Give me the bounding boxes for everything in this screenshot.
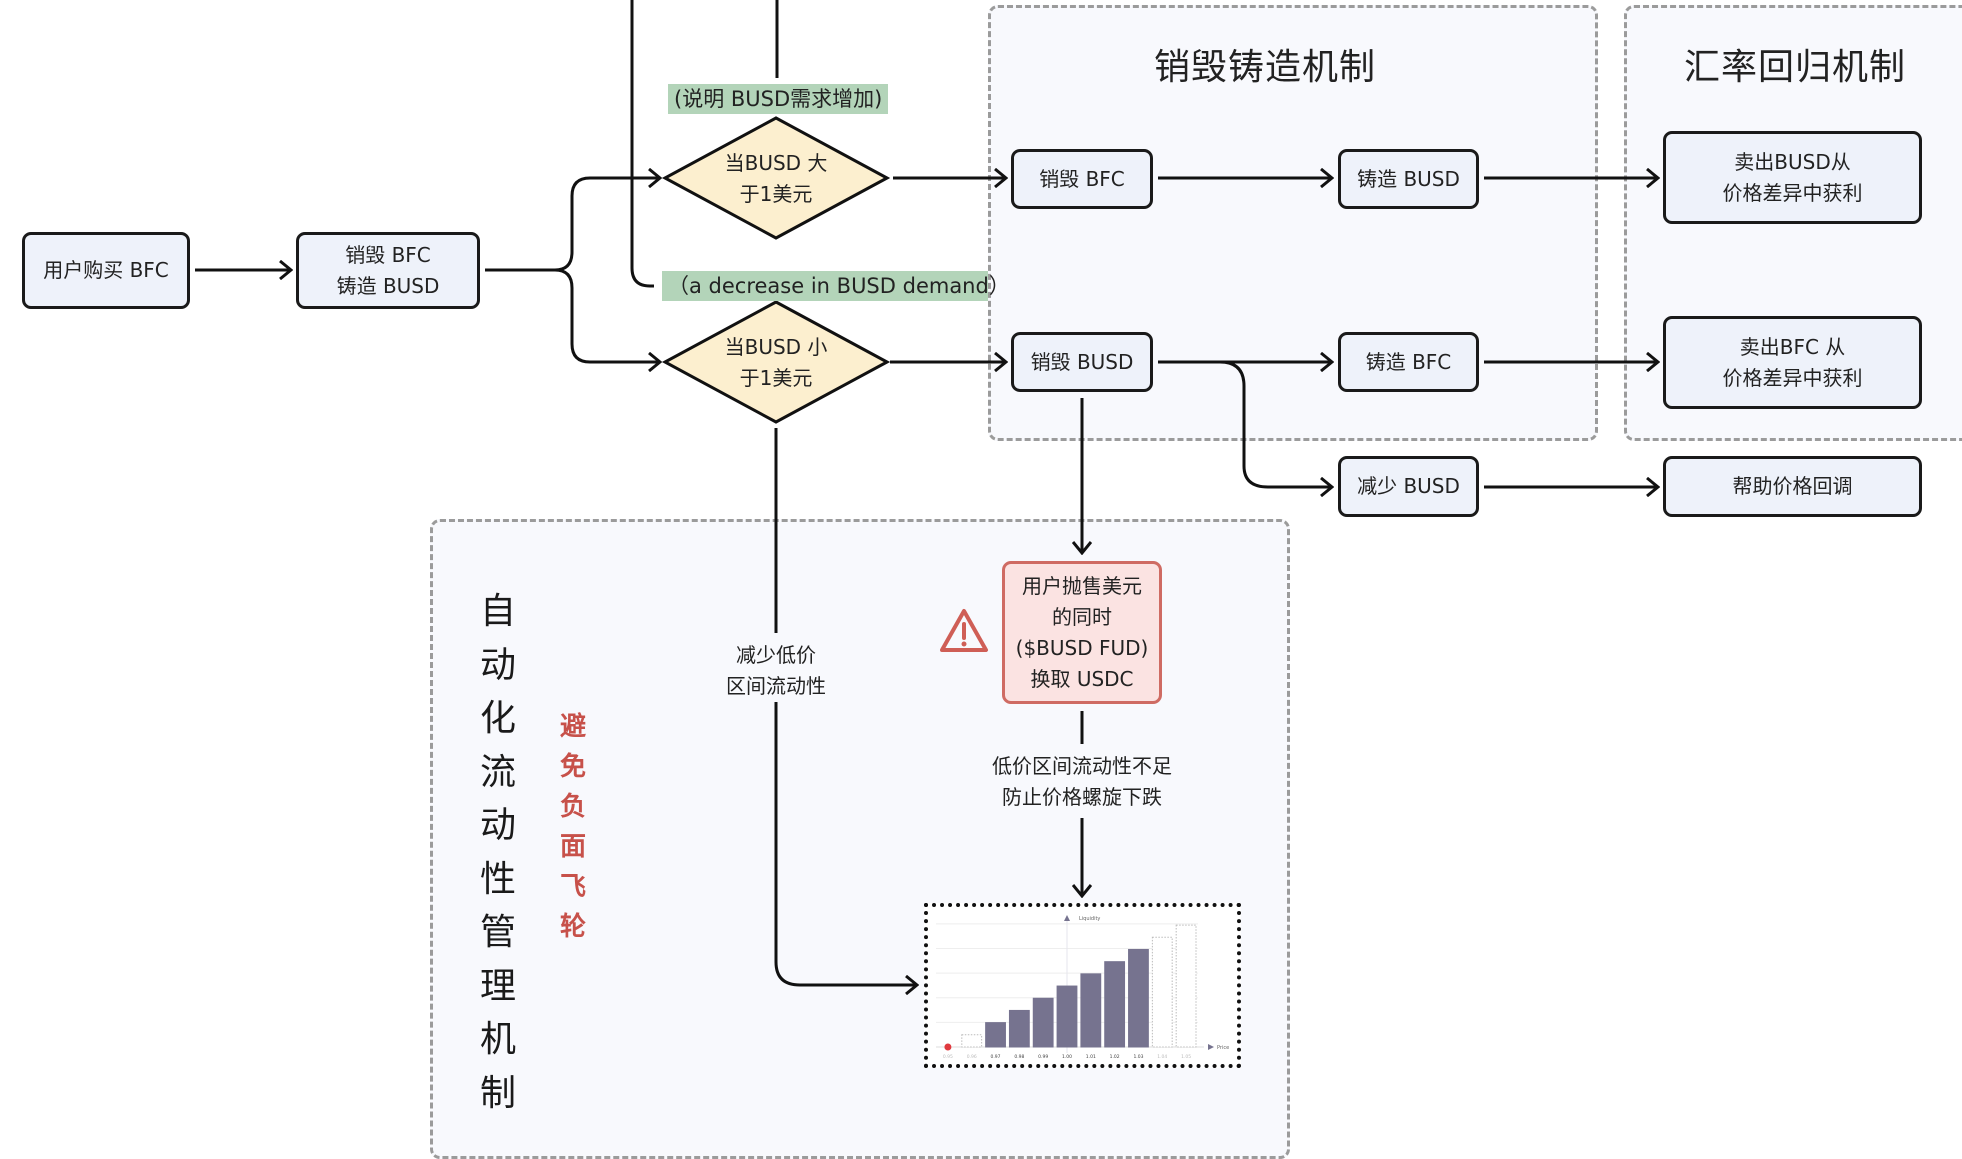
chart-tick-label: 0.98 (1014, 1054, 1024, 1060)
chart-bar (985, 1022, 1006, 1048)
node-reduce-busd[interactable]: 减少 BUSD (1338, 456, 1479, 517)
node-mint-bfc[interactable]: 铸造 BFC (1338, 332, 1479, 392)
chart-tick-label: 1.02 (1110, 1054, 1120, 1060)
diamond-above-text: 当BUSD 大 于1美元 (724, 151, 828, 206)
chart-tick-label: 1.05 (1181, 1054, 1191, 1060)
chart-y-axis-arrow-icon (1064, 915, 1070, 921)
chart-bar (1104, 961, 1126, 1048)
chart-bar (1128, 948, 1149, 1048)
label-demand-decrease: （a decrease in BUSD demand） (662, 271, 1010, 301)
node-user-buy-bfc[interactable]: 用户购买 BFC (22, 232, 190, 309)
chart-bar (1008, 1009, 1030, 1048)
avoid-negative-flywheel-label: 避 免 负 面 飞 轮 (559, 712, 586, 942)
chart-bar (1080, 973, 1102, 1048)
node-burn-bfc-mint-busd[interactable]: 销毁 BFC 铸造 BUSD (296, 232, 480, 309)
chart-tick-label: 0.97 (991, 1054, 1001, 1060)
chart-bar (961, 1034, 983, 1048)
chart-tick-label: 0.99 (1038, 1054, 1048, 1060)
node-sell-busd-profit[interactable]: 卖出BUSD从 价格差异中获利 (1663, 131, 1922, 224)
arrow-burn-busd-to-reduce-busd (1219, 360, 1332, 487)
warning-triangle-icon (940, 609, 988, 652)
label-reduce-low-liquidity: 减少低价 区间流动性 (706, 640, 846, 702)
chart-tick-label: 1.00 (1062, 1054, 1072, 1060)
burn-mint-title: 销毁铸造机制 (1153, 47, 1376, 88)
connectors (195, 0, 1962, 1132)
label-insufficient-liquidity: 低价区间流动性不足 防止价格螺旋下跌 (972, 751, 1192, 813)
node-burn-busd[interactable]: 销毁 BUSD (1011, 332, 1153, 392)
chart-xlabel: Price (1217, 1045, 1229, 1051)
chart-bar (1151, 936, 1173, 1048)
chart-tick-label: 0.96 (967, 1054, 977, 1060)
chart-bar (1032, 997, 1054, 1048)
chart-ylabel: Liquidity (1079, 916, 1100, 922)
chart-bar (1175, 924, 1197, 1048)
arrow-branch-down (554, 268, 660, 362)
line-top-left (630, 0, 654, 288)
chart-price-marker (944, 1043, 952, 1051)
chart-tick-label: 1.01 (1086, 1054, 1096, 1060)
chart-tick-label: 0.95 (943, 1054, 953, 1060)
node-user-sell-usd[interactable]: 用户抛售美元 的同时 ($BUSD FUD) 换取 USDC (1002, 561, 1162, 704)
node-burn-bfc[interactable]: 销毁 BFC (1011, 149, 1153, 209)
chart-tick-label: 1.04 (1157, 1054, 1167, 1060)
auto-liquidity-title: 自 动 化 流 动 性 管 理 机 制 (479, 591, 516, 1114)
diamond-below-text: 当BUSD 小 于1美元 (724, 335, 828, 390)
diamond-above-shape (661, 116, 891, 240)
exchange-return-title: 汇率回归机制 (1683, 47, 1906, 88)
arrow-to-chart-left (774, 700, 917, 985)
chart-x-axis-arrow-icon (1208, 1044, 1214, 1050)
arrow-branch-up (485, 178, 660, 272)
node-mint-busd[interactable]: 铸造 BUSD (1338, 149, 1479, 209)
chart-tick-label: 1.03 (1133, 1054, 1143, 1060)
diamond-below-shape (661, 300, 891, 424)
node-help-price-return[interactable]: 帮助价格回调 (1663, 456, 1922, 517)
label-demand-increase: (说明 BUSD需求增加) (668, 84, 888, 114)
chart-bar (1056, 985, 1078, 1048)
node-sell-bfc-profit[interactable]: 卖出BFC 从 价格差异中获利 (1663, 316, 1922, 409)
